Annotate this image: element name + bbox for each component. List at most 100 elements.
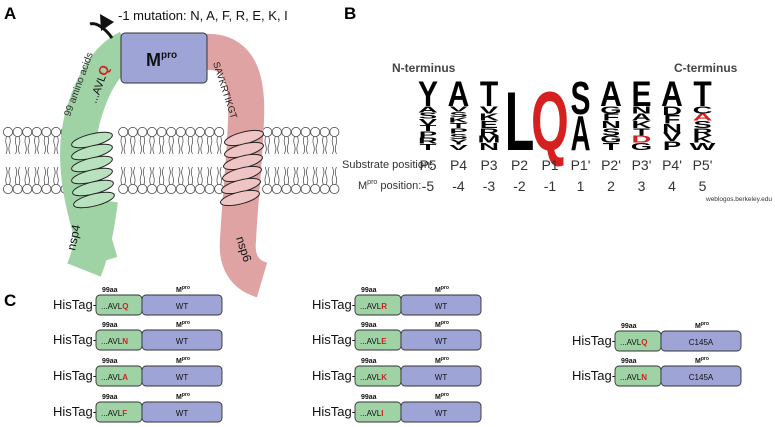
lipid-upper [262, 127, 273, 155]
construct-sequence: ...AVLF [101, 409, 127, 418]
logo-letter: R [693, 127, 713, 138]
mpro-header: Mpro [695, 321, 709, 330]
mpro-header: Mpro [435, 392, 449, 401]
logo-letter: V [419, 118, 438, 127]
logo-letter: T [450, 122, 468, 130]
aa-label: 99aa [102, 322, 118, 329]
construct-sequence: ...AVLN [620, 373, 647, 382]
logo-letter: A [448, 74, 470, 114]
lipid-upper [12, 127, 23, 155]
logo-letter: A [571, 107, 591, 161]
lipid-upper [127, 127, 138, 155]
logo-letter: A [418, 105, 438, 114]
arrowhead [100, 14, 114, 31]
logo-letter: T [633, 127, 650, 138]
lipid-lower [118, 166, 129, 195]
substrate-position: P4' [662, 157, 682, 173]
logo-letter: V [480, 105, 499, 116]
logo-letter: T [480, 74, 498, 114]
aa-label: 99aa [621, 323, 637, 330]
lipid-upper [185, 127, 196, 155]
logo-letter: S [693, 119, 711, 130]
lipid-lower [137, 166, 148, 195]
mpro-header: Mpro [176, 392, 190, 401]
lipid-bilayer [3, 127, 340, 195]
logo-letter: S [419, 111, 437, 120]
logo-letter: A [600, 74, 622, 114]
mpro-segment [660, 365, 742, 387]
lipid-upper [214, 127, 225, 155]
logo-letter: K [693, 134, 713, 145]
lipid-lower [156, 166, 167, 195]
mpro-position-label: Mpro position: [358, 179, 421, 192]
nsp6-helix [220, 129, 264, 207]
mpro-segment [400, 401, 482, 423]
mpro-position: -5 [422, 178, 435, 194]
lipid-upper [319, 127, 330, 155]
construct-sequence: ...AVLI [360, 409, 383, 418]
lipid-lower [262, 166, 273, 195]
construct-sequence: ...AVLQ [620, 338, 647, 347]
lipid-lower [290, 166, 302, 195]
logo-letter: T [420, 143, 438, 152]
lipid-upper [166, 127, 177, 155]
lipid-upper [290, 127, 302, 155]
panel-b-label: B [344, 4, 356, 23]
mpro-position: 4 [668, 178, 676, 194]
logo-letter: K [632, 119, 652, 130]
logo-letter: S [602, 127, 620, 138]
lipid-upper [137, 127, 148, 155]
substrate-position: P5' [693, 157, 713, 173]
mpro-box [120, 32, 208, 84]
histag-label: HisTag- [53, 332, 97, 347]
mpro-segment [141, 329, 223, 351]
lipid-upper [22, 127, 33, 155]
mpro-header: Mpro [176, 320, 190, 329]
logo-letter: A [661, 74, 683, 114]
substrate-position: P2' [601, 157, 621, 173]
histag-label: HisTag- [53, 297, 97, 312]
mpro-segment [660, 330, 742, 352]
construct-sequence: ...AVLQ [101, 302, 128, 311]
lipid-upper [118, 127, 129, 155]
lipid-upper [310, 127, 321, 155]
lipid-upper [281, 127, 292, 155]
histag-label: HisTag- [312, 404, 356, 419]
mpro-header: Mpro [435, 356, 449, 365]
mpro-segment [400, 294, 482, 316]
logo-letter: G [600, 105, 621, 116]
histag-label: HisTag- [53, 404, 97, 419]
logo-letter: A [693, 112, 713, 123]
logo-letter: E [631, 74, 651, 114]
mpro-variant: WT [435, 409, 448, 418]
mpro-header: Mpro [695, 356, 709, 365]
lipid-upper [329, 127, 340, 155]
lipid-upper [31, 127, 42, 155]
logo-letter: W [690, 141, 717, 152]
mpro-position: 3 [638, 178, 646, 194]
lipid-upper [146, 127, 158, 155]
n-terminus-label: N-terminus [392, 61, 456, 75]
lipid-lower [185, 166, 196, 195]
mpro-position: 2 [607, 178, 615, 194]
mutation-text: -1 mutation: N, A, F, R, E, K, I [118, 8, 288, 23]
construct-sequence: ...AVLN [101, 337, 128, 346]
substrate-position: P1' [571, 157, 591, 173]
mpro-variant: WT [176, 373, 189, 382]
lipid-lower [271, 166, 282, 195]
logo-letter: E [480, 119, 498, 130]
substrate-position: P4 [450, 157, 467, 173]
cleavage-arrow [89, 22, 114, 39]
construct-sequence: ...AVLA [101, 373, 128, 382]
nsp4-tail [67, 197, 118, 277]
logo-letter: Q [531, 75, 569, 168]
aa-label: 99aa [621, 358, 637, 365]
